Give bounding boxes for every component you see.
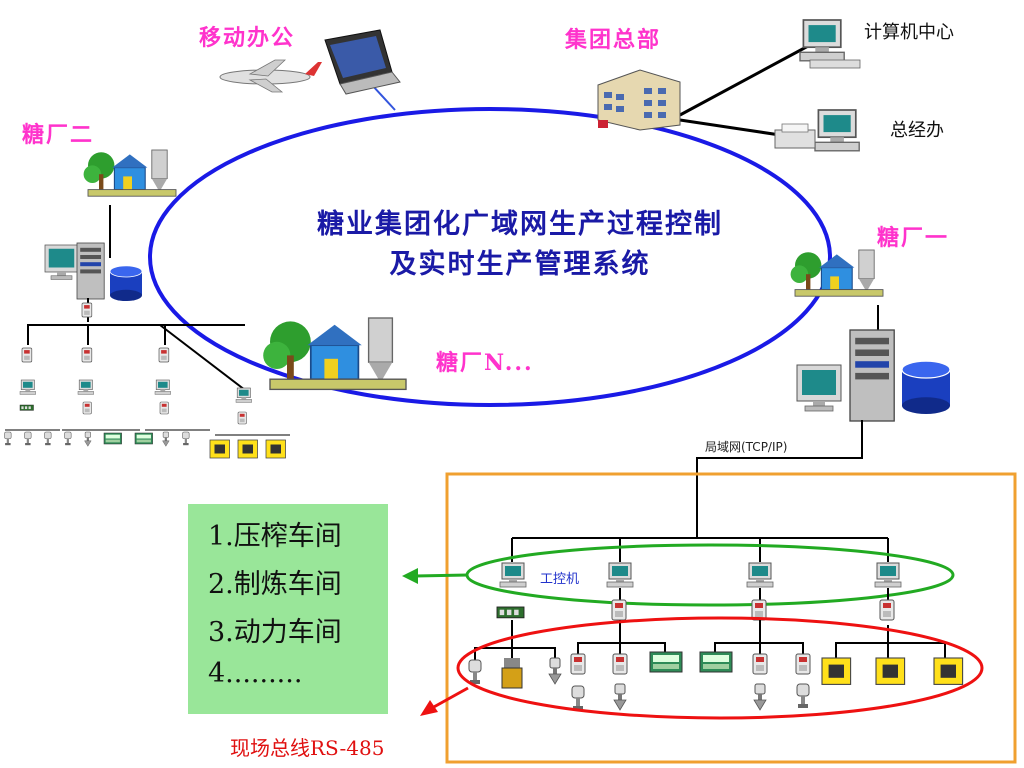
field-meter-icon <box>501 658 523 689</box>
factory-2-module-5 <box>159 401 169 415</box>
factory-2-server-icon <box>76 242 105 300</box>
ipc-2-icon <box>606 562 634 588</box>
title-line-1: 糖业集团化广域网生产过程控制 <box>317 209 723 240</box>
factory-2-module-3 <box>158 347 170 363</box>
factory-2-module-2 <box>81 347 93 363</box>
field-display-1-icon <box>649 651 683 673</box>
field-display-2-icon <box>699 651 733 673</box>
field-module-1-icon <box>570 653 586 675</box>
field-module-2-icon <box>612 653 628 675</box>
hq-to-computer-center-link <box>679 43 811 117</box>
airplane-icon <box>219 59 322 93</box>
factory-n-plant-icon <box>262 317 407 391</box>
field-valve-2-icon <box>613 683 627 711</box>
workshop-item-2: 2.制炼车间 <box>208 569 342 600</box>
site-label-mobile-office: 移动办公 <box>199 26 296 51</box>
factory-2-sensor-2 <box>24 431 32 446</box>
site-label-factory-n: 糖厂N... <box>436 350 534 376</box>
workshop-list-box: 1.压榨车间 2.制炼车间 3.动力车间 4......... <box>188 504 388 714</box>
fieldbus-label: 现场总线RS-485 <box>230 736 385 760</box>
factory-2-valve-2 <box>162 431 170 447</box>
general-office-label: 总经办 <box>890 120 944 141</box>
factory-2-module-4 <box>82 401 92 415</box>
ipc-label: 工控机 <box>540 572 580 587</box>
workshop-item-4: 4......... <box>208 658 303 689</box>
factory-2-gateway-module-icon <box>81 302 93 318</box>
printer-icon <box>774 123 816 149</box>
factory-2-sensor-4 <box>64 431 72 446</box>
factory-2-monitor-icon <box>44 244 79 280</box>
ipc-to-workshop-arrow <box>414 573 469 578</box>
factory-2-board <box>19 404 34 411</box>
field-sensor-3-icon <box>796 683 810 709</box>
factory-2-sensor-3 <box>44 431 52 446</box>
factory-2-yellow-device-2 <box>237 439 258 459</box>
factory-2-sensor-5 <box>182 431 190 446</box>
fieldbus-arrow <box>431 686 469 710</box>
ipc-1-icon <box>499 562 527 588</box>
laptop-icon <box>324 29 401 95</box>
factory-2-display-2 <box>134 432 153 445</box>
factory-2-ipc-2 <box>77 379 94 395</box>
factory-1-database-icon <box>901 360 951 415</box>
workshop-item-1: 1.压榨车间 <box>208 521 342 552</box>
computer-center-pc-icon <box>799 19 846 62</box>
fieldbus-layer-ellipse <box>456 616 984 720</box>
io-board-icon <box>496 606 525 619</box>
field-valve-1-icon <box>548 657 562 685</box>
general-office-pc-icon <box>814 109 861 152</box>
factory-1-monitor-icon <box>796 364 842 412</box>
mobile-office-link <box>371 84 396 111</box>
factory-2-ipc-4 <box>235 387 252 403</box>
factory-detail-frame <box>445 472 1017 764</box>
field-module-4-icon <box>795 653 811 675</box>
factory-2-database-icon <box>109 265 143 302</box>
gateway-module-1-icon <box>611 599 627 621</box>
field-valve-3-icon <box>753 683 767 711</box>
factory-2-ipc-1 <box>19 379 36 395</box>
field-yellow-device-3-icon <box>933 657 964 685</box>
factory-1-server-icon <box>849 329 895 422</box>
field-sensor-1-icon <box>468 659 482 685</box>
field-sensor-2-icon <box>571 685 585 711</box>
field-yellow-device-2-icon <box>875 657 906 685</box>
site-label-headquarters: 集团总部 <box>565 28 662 53</box>
computer-center-label: 计算机中心 <box>864 22 954 43</box>
lan-label: 局域网(TCP/IP) <box>705 440 788 454</box>
hq-building-icon <box>597 69 681 131</box>
factory-1-plant-icon <box>790 249 884 297</box>
ipc-3-icon <box>746 562 774 588</box>
gateway-module-3-icon <box>879 599 895 621</box>
site-label-factory-1: 糖厂一 <box>877 226 950 251</box>
diagram-title: 糖业集团化广域网生产过程控制 及实时生产管理系统 <box>240 205 800 285</box>
workshop-item-3: 3.动力车间 <box>208 617 342 648</box>
ipc-4-icon <box>874 562 902 588</box>
factory-2-yellow-device-3 <box>265 439 286 459</box>
factory-2-ipc-3 <box>154 379 171 395</box>
factory-2-sensor-1 <box>4 431 12 446</box>
factory-2-module-1 <box>21 347 33 363</box>
factory-2-display-1 <box>103 432 122 445</box>
wan-ring <box>148 107 832 407</box>
site-label-factory-2: 糖厂二 <box>22 123 95 148</box>
field-module-3-icon <box>752 653 768 675</box>
factory-2-valve-1 <box>84 431 92 447</box>
factory-2-yellow-device-1 <box>209 439 230 459</box>
title-line-2: 及实时生产管理系统 <box>389 249 651 280</box>
factory-2-module-6 <box>237 411 247 425</box>
lan-link <box>696 420 863 538</box>
field-yellow-device-1-icon <box>821 657 852 685</box>
factory-2-plant-icon <box>83 149 177 197</box>
